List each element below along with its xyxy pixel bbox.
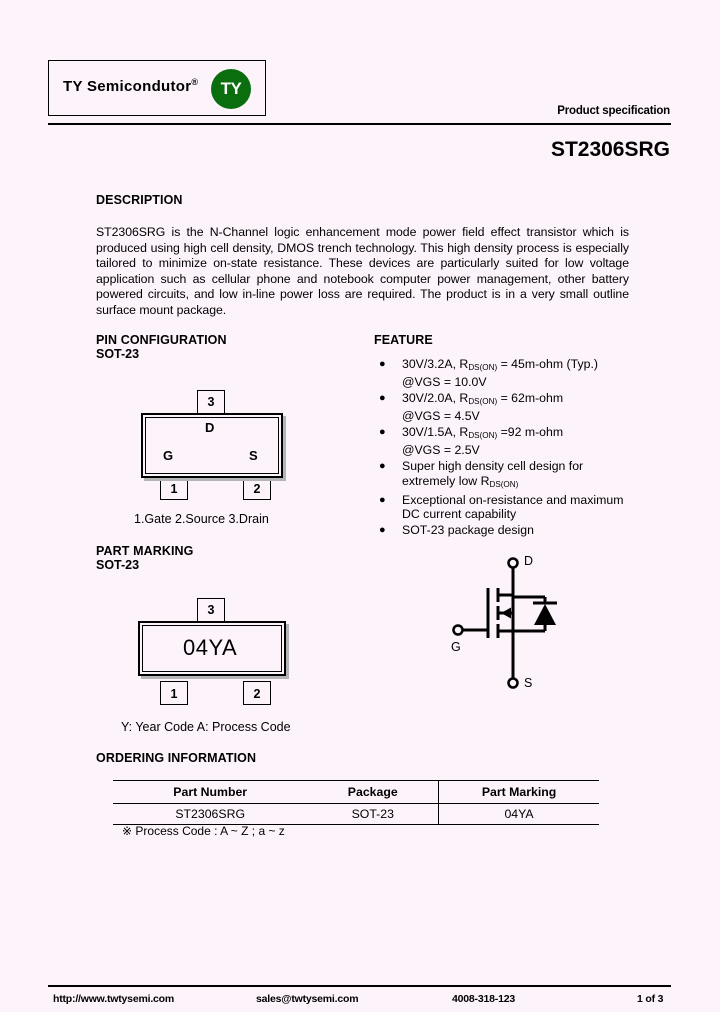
feature-text: 30V/2.0A, R xyxy=(402,390,469,405)
feature-subscript: DS(ON) xyxy=(468,430,498,440)
page-title: ST2306SRG xyxy=(550,138,670,161)
feature-line: 30V/3.2A, RDS(ON) = 45m-ohm (Typ.) xyxy=(402,357,674,375)
registered-trademark-icon: ® xyxy=(191,77,199,87)
body-arrow-icon xyxy=(501,607,511,619)
marking-pin-2-pad: 2 xyxy=(243,681,271,705)
feature-line: 30V/1.5A, RDS(ON) =92 m-ohm xyxy=(402,425,674,443)
feature-line: Super high density cell design for xyxy=(402,458,584,473)
cell-part-number: ST2306SRG xyxy=(113,803,308,825)
feature-line-2: extremely low RDS(ON) xyxy=(402,474,674,492)
footer-email-link[interactable]: sales@twtysemi.com xyxy=(256,993,359,1005)
feature-item: ● SOT-23 package design xyxy=(374,523,674,538)
gate-label: G xyxy=(163,448,174,463)
schematic-drain-label: D xyxy=(524,554,534,568)
column-header-part-number: Part Number xyxy=(113,780,308,804)
mosfet-symbol-icon xyxy=(452,557,557,689)
ordering-information-table: Part Number Package Part Marking ST2306S… xyxy=(113,780,599,825)
feature-line: SOT-23 package design xyxy=(402,523,534,538)
schematic-gate-label: G xyxy=(451,640,461,654)
footer-phone: 4008-318-123 xyxy=(452,993,515,1005)
package-body-inner-outline xyxy=(145,417,279,474)
marking-package-inner-outline xyxy=(142,625,282,672)
feature-heading: FEATURE xyxy=(374,333,433,347)
marking-pin-3-pad: 3 xyxy=(197,598,225,622)
feature-item: ● Exceptional on-resistance and maximum … xyxy=(374,493,674,522)
ty-logo-badge: TY xyxy=(211,69,251,109)
description-heading: DESCRIPTION xyxy=(96,193,183,207)
column-header-package: Package xyxy=(307,780,439,804)
footer-page-number: 1 of 3 xyxy=(637,993,664,1005)
cell-package: SOT-23 xyxy=(307,803,439,825)
feature-line-2: DC current capability xyxy=(402,507,517,522)
drain-label: D xyxy=(205,420,215,435)
feature-item: ● 30V/2.0A, RDS(ON) = 62m-ohm @VGS = 4.5… xyxy=(374,391,674,424)
feature-item: ● Super high density cell design for ext… xyxy=(374,459,674,492)
company-name-text: TY Semicondutor xyxy=(63,78,192,95)
feature-subscript: DS(ON) xyxy=(468,362,498,372)
header-divider xyxy=(48,123,671,125)
source-label: S xyxy=(249,448,258,463)
diode-triangle-icon xyxy=(534,604,556,625)
feature-item: ● 30V/3.2A, RDS(ON) = 45m-ohm (Typ.) @VG… xyxy=(374,357,674,390)
feature-text-tail: = 62m-ohm xyxy=(497,390,564,405)
ordering-note: ※ Process Code : A ~ Z ; a ~ z xyxy=(122,824,285,838)
feature-text-tail: =92 m-ohm xyxy=(497,424,564,439)
feature-text: extremely low R xyxy=(402,473,490,488)
feature-text: 30V/1.5A, R xyxy=(402,424,469,439)
feature-list: ● 30V/3.2A, RDS(ON) = 45m-ohm (Typ.) @VG… xyxy=(374,357,674,539)
feature-line-2: @VGS = 10.0V xyxy=(402,375,487,390)
part-marking-heading: PART MARKING xyxy=(96,544,194,558)
footer-website-link[interactable]: http://www.twtysemi.com xyxy=(53,993,175,1005)
mosfet-schematic: D G S xyxy=(445,550,595,705)
feature-item: ● 30V/1.5A, RDS(ON) =92 m-ohm @VGS = 2.5… xyxy=(374,425,674,458)
pin-configuration-heading: PIN CONFIGURATION xyxy=(96,333,227,347)
part-marking-caption: Y: Year Code A: Process Code xyxy=(121,720,291,734)
company-name: TY Semicondutor® xyxy=(63,77,198,95)
feature-line-2: @VGS = 4.5V xyxy=(402,409,480,424)
feature-line: 30V/2.0A, RDS(ON) = 62m-ohm xyxy=(402,391,674,409)
footer-divider xyxy=(48,985,671,987)
feature-subscript: DS(ON) xyxy=(468,396,498,406)
table-row: ST2306SRG SOT-23 04YA xyxy=(113,803,599,825)
column-header-part-marking: Part Marking xyxy=(438,780,599,804)
feature-text-tail: = 45m-ohm (Typ.) xyxy=(497,357,598,371)
feature-line: Exceptional on-resistance and maximum xyxy=(402,492,624,507)
company-logo-box: TY Semicondutor® TY xyxy=(48,60,266,116)
feature-subscript: DS(ON) xyxy=(489,479,519,489)
feature-line-2: @VGS = 2.5V xyxy=(402,443,480,458)
pin-1-pad: 1 xyxy=(160,476,188,500)
schematic-source-label: S xyxy=(524,676,533,690)
bullet-icon: ● xyxy=(379,493,386,506)
pin-3-pad: 3 xyxy=(197,390,225,414)
part-marking-package: SOT-23 xyxy=(96,558,140,572)
marking-package-body xyxy=(138,621,286,676)
cell-part-marking: 04YA xyxy=(438,803,599,825)
table-header-row: Part Number Package Part Marking xyxy=(113,780,599,804)
description-body: ST2306SRG is the N-Channel logic enhance… xyxy=(96,225,629,317)
bullet-icon: ● xyxy=(379,391,386,404)
pin-configuration-package: SOT-23 xyxy=(96,347,140,361)
marking-code: 04YA xyxy=(183,635,238,660)
marking-pin-1-pad: 1 xyxy=(160,681,188,705)
bullet-icon: ● xyxy=(379,425,386,438)
bullet-icon: ● xyxy=(379,358,386,370)
feature-text: 30V/3.2A, R xyxy=(402,357,469,371)
ordering-information-heading: ORDERING INFORMATION xyxy=(96,751,257,765)
bullet-icon: ● xyxy=(379,524,386,537)
product-specification-label: Product specification xyxy=(557,105,670,117)
package-body xyxy=(141,413,283,478)
pin-configuration-caption: 1.Gate 2.Source 3.Drain xyxy=(134,512,269,526)
pin-2-pad: 2 xyxy=(243,476,271,500)
bullet-icon: ● xyxy=(379,459,386,472)
